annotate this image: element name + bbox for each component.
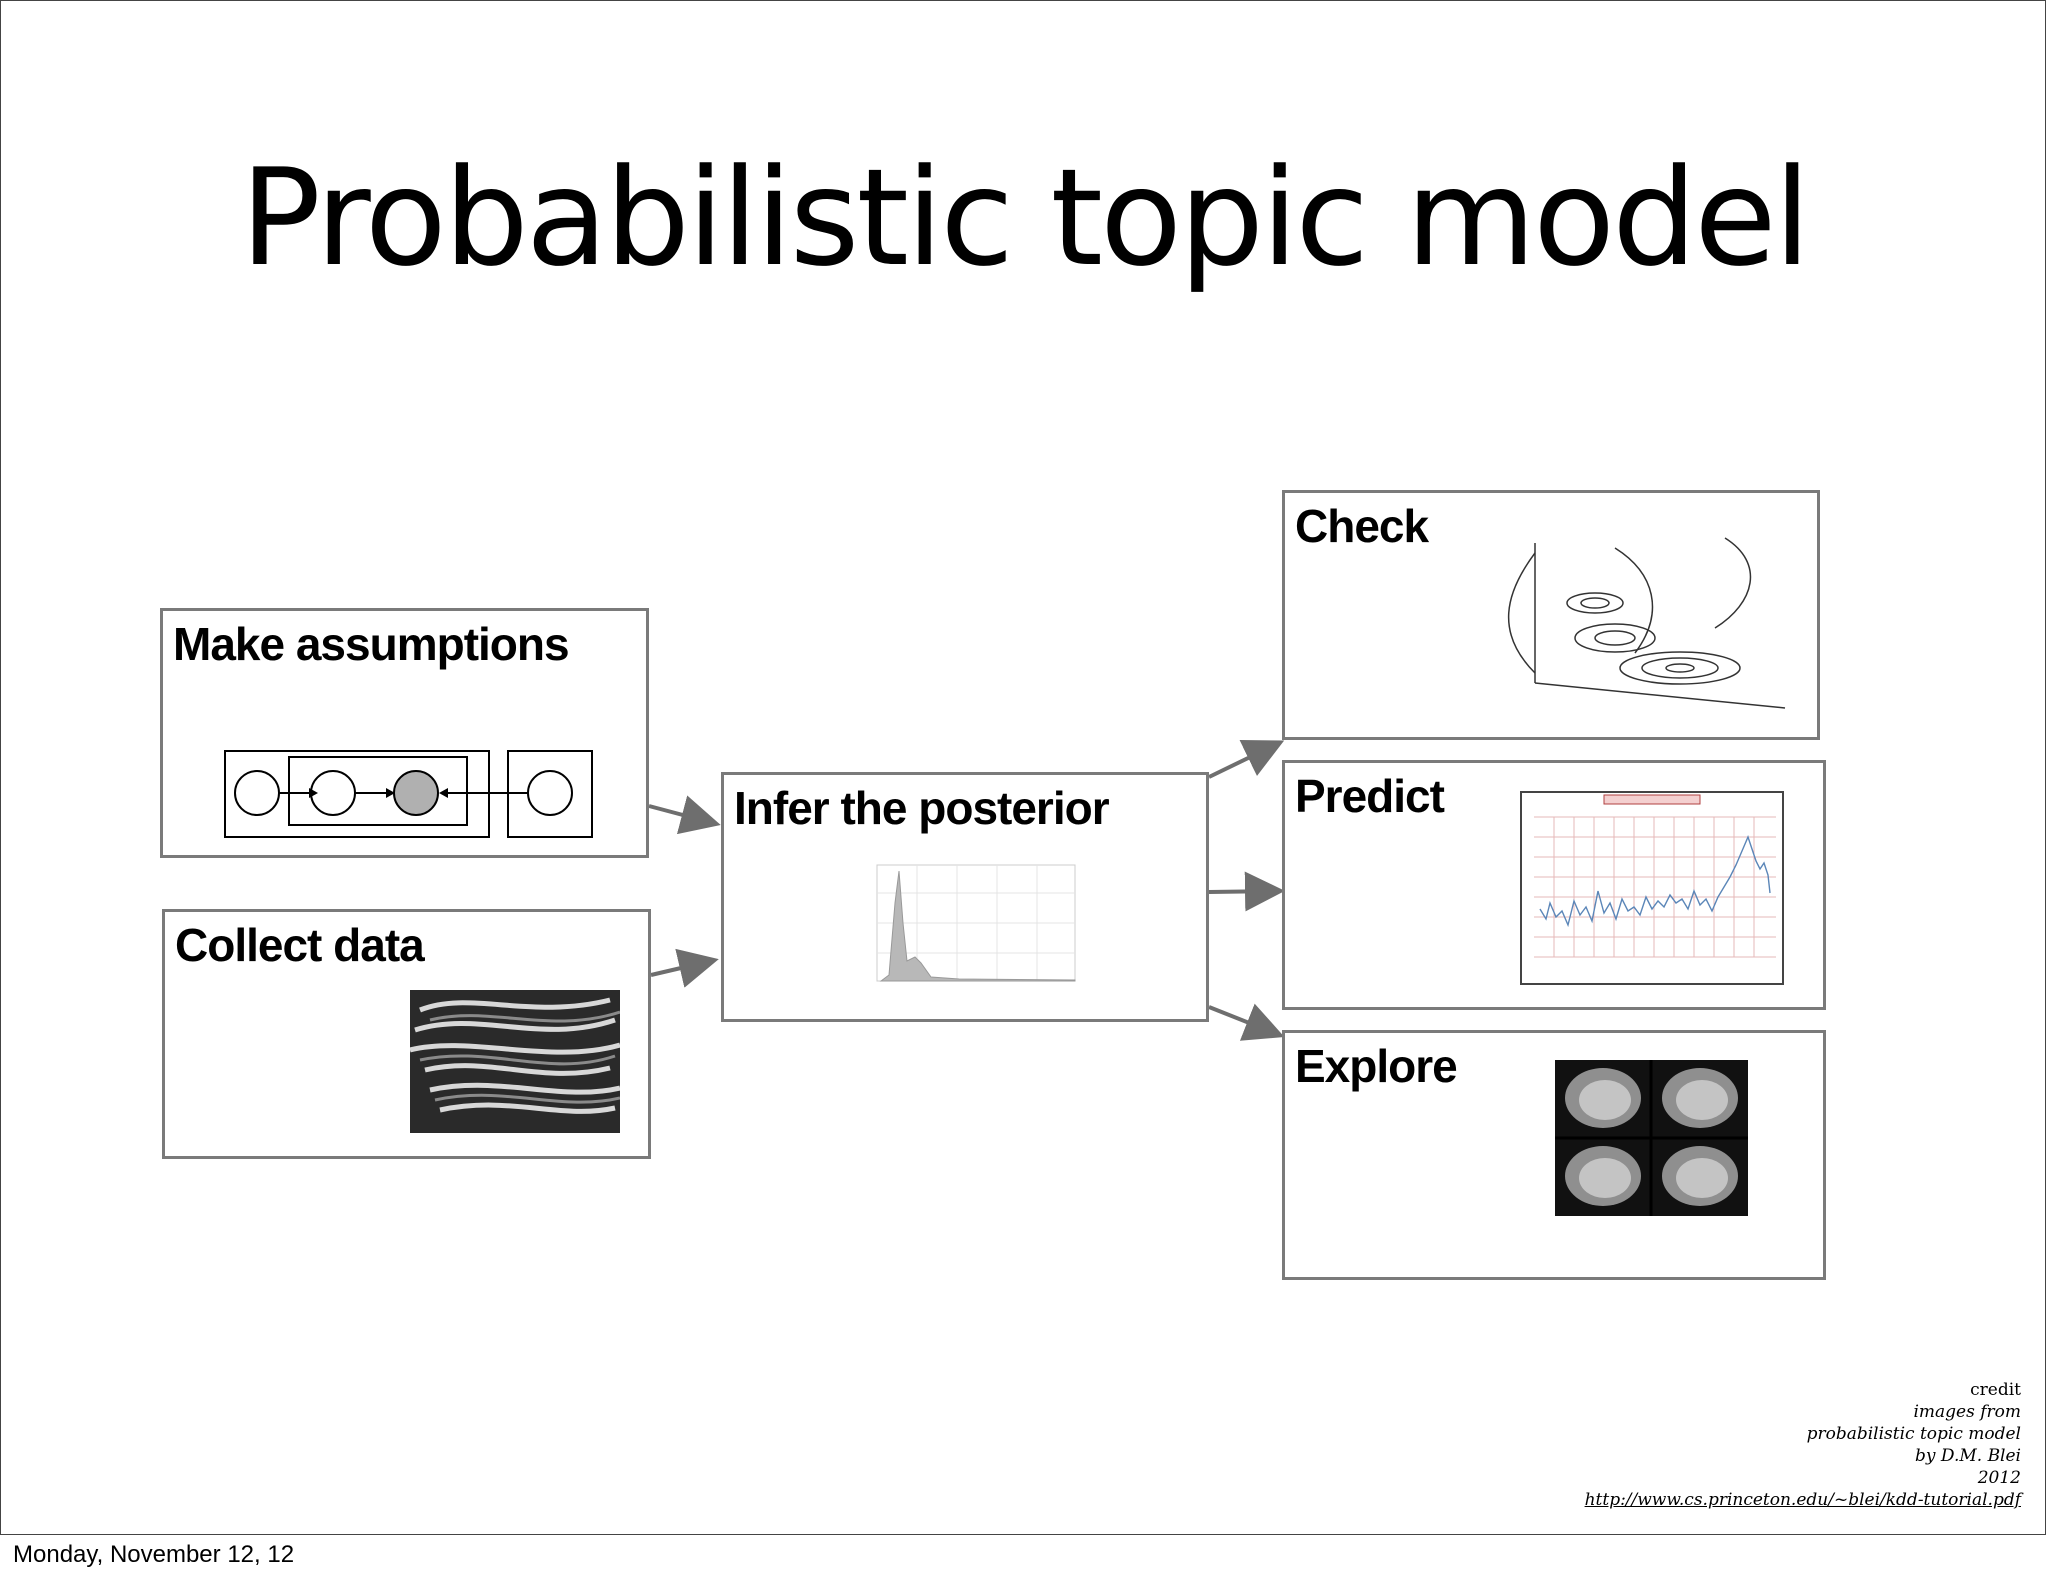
- graphical-model-diagram: [224, 750, 593, 838]
- box-collect-data-label: Collect data: [175, 919, 425, 971]
- box-check: Check: [1282, 490, 1820, 740]
- density-curve: [879, 870, 1076, 982]
- arrow-assumptions-to-infer: [648, 795, 721, 835]
- document-stack-photo: [410, 990, 620, 1133]
- box-infer-posterior-label: Infer the posterior: [734, 782, 1110, 834]
- posterior-density-thumbnail: [876, 864, 1076, 982]
- time-series-chart-thumbnail: [1520, 791, 1784, 985]
- box-collect-data: Collect data: [162, 909, 651, 1159]
- arrow-infer-to-predict: [1208, 871, 1285, 912]
- time-series-line: [1539, 835, 1771, 928]
- credit-url-link[interactable]: http://www.cs.princeton.edu/~blei/kdd-tu…: [1584, 1490, 2021, 1510]
- credit-line-2: probabilistic topic model: [1806, 1424, 2021, 1444]
- arrow-infer-to-check: [1208, 739, 1285, 779]
- credit-line-1: images from: [1913, 1402, 2021, 1422]
- box-make-assumptions: Make assumptions: [160, 608, 649, 858]
- node-alpha: [234, 770, 280, 816]
- box-infer-posterior: Infer the posterior: [721, 772, 1209, 1022]
- slide: Probabilistic topic model Make assumptio…: [0, 0, 2046, 1535]
- footer-date: Monday, November 12, 12: [13, 1541, 295, 1568]
- box-check-label: Check: [1295, 500, 1429, 552]
- node-observed: [393, 770, 439, 816]
- arrow-infer-to-explore: [1208, 1003, 1285, 1041]
- box-make-assumptions-label: Make assumptions: [173, 618, 570, 670]
- arrow-data-to-infer: [650, 948, 719, 988]
- credit-line-3: by D.M. Blei: [1915, 1446, 2021, 1466]
- predictive-check-diagram: [1507, 537, 1786, 709]
- brain-scan-grid: [1555, 1060, 1748, 1216]
- flow-arrows: [648, 739, 1285, 1041]
- credit-line-4: 2012: [1977, 1468, 2021, 1488]
- credit-block: credit images from probabilistic topic m…: [1585, 1379, 2021, 1511]
- box-explore-label: Explore: [1295, 1040, 1458, 1092]
- node-beta: [527, 770, 573, 816]
- slide-title: Probabilistic topic model: [240, 140, 1811, 296]
- credit-heading: credit: [1970, 1380, 2021, 1400]
- box-predict-label: Predict: [1295, 770, 1445, 822]
- box-explore: Explore: [1282, 1030, 1826, 1280]
- box-predict: Predict: [1282, 760, 1826, 1010]
